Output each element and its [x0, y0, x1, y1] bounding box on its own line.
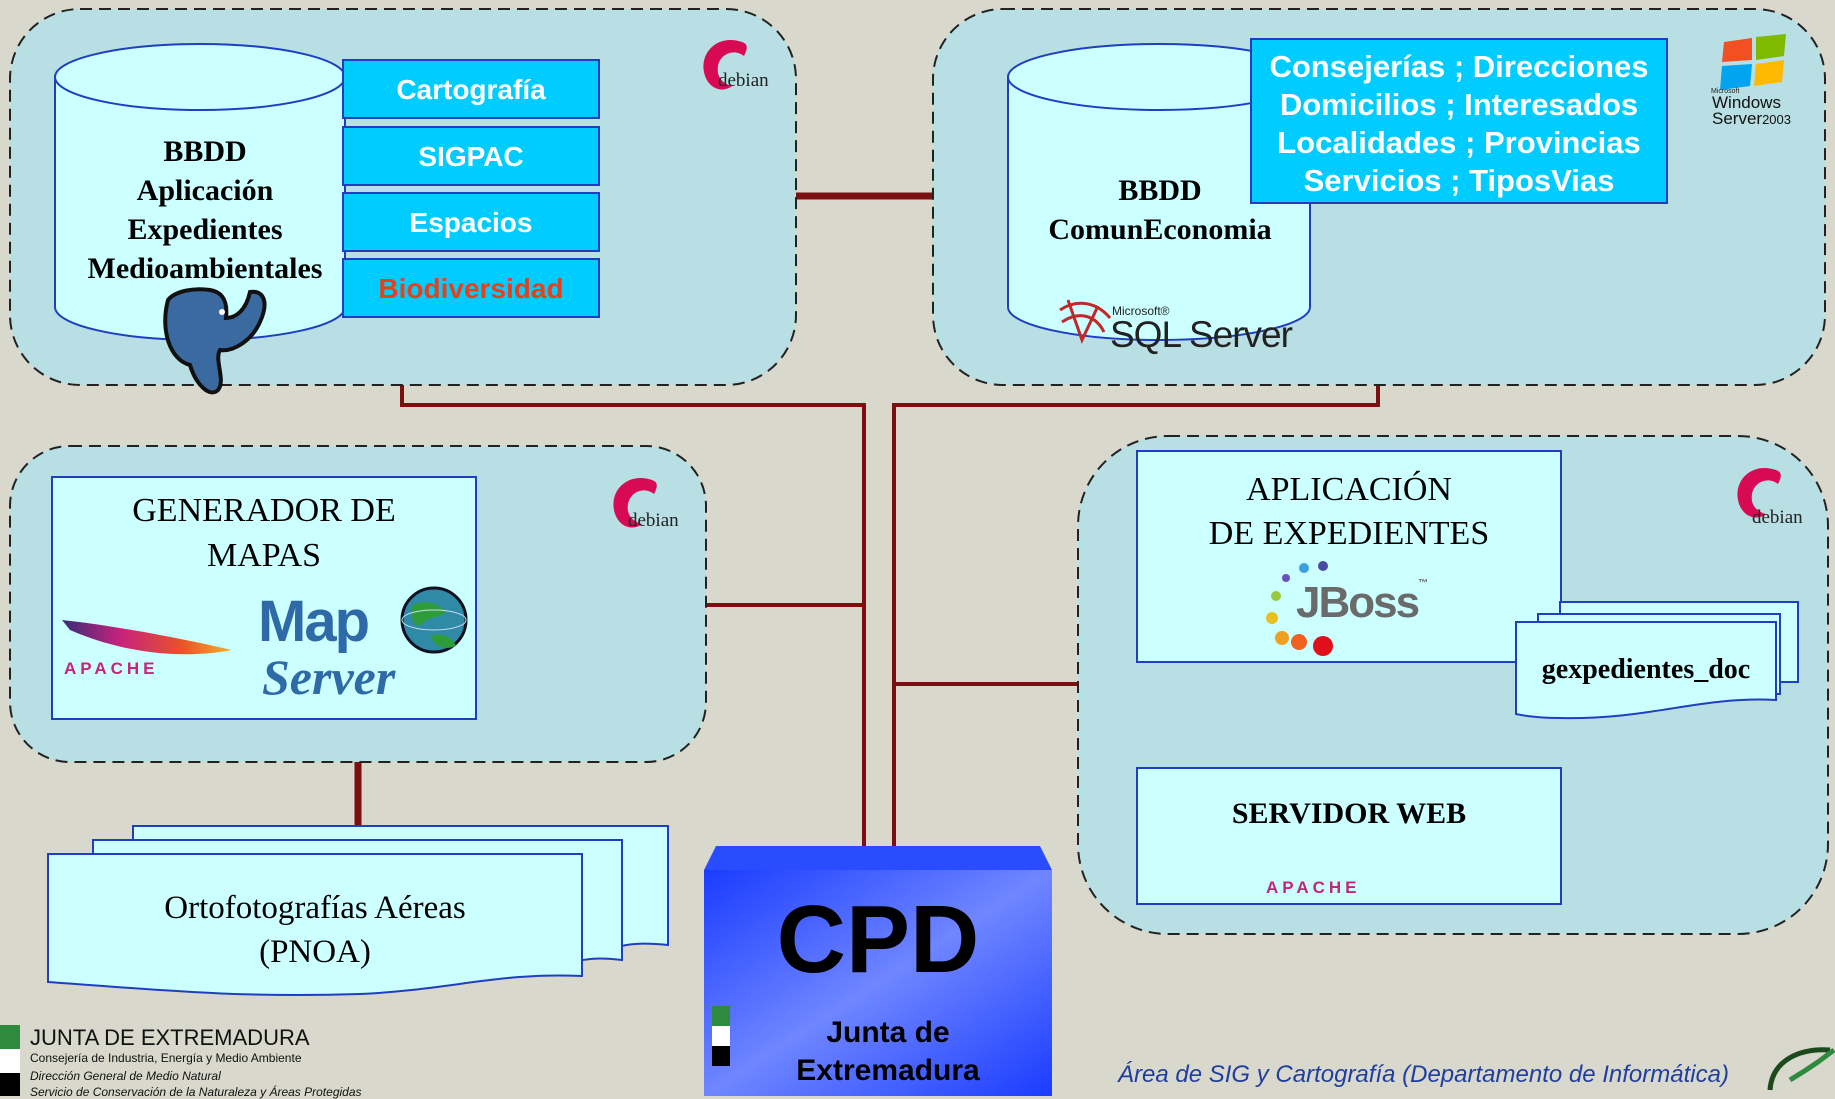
- windows-label: Windows: [1712, 93, 1781, 112]
- jboss-dots-icon: [1266, 561, 1333, 656]
- cpd-block: [704, 846, 1052, 1096]
- database-cylinder-right: [1007, 43, 1311, 341]
- tables-list-line: Localidades ; Provincias: [1277, 125, 1641, 160]
- connector-left-db-to-cpd: [400, 384, 866, 846]
- windows-small-label: Microsoft: [1711, 88, 1740, 95]
- debian-logo-top-left: [703, 40, 747, 90]
- postgresql-elephant-icon: [163, 287, 267, 395]
- debian-logo-app: [1737, 468, 1781, 518]
- windows-server-label: Server2003: [1712, 109, 1791, 129]
- tables-list-box: Consejerías ; Direcciones Domicilios ; I…: [1250, 38, 1668, 204]
- windows-logo-icon: [1720, 34, 1786, 90]
- jboss-label-text: JBoss: [1296, 578, 1420, 627]
- db-title-left-line: Medioambientales: [87, 252, 323, 285]
- apache-feather-icon-map: [62, 620, 232, 655]
- app-expedientes-title-line: APLICACIÓN: [1246, 471, 1452, 508]
- app-expedientes-box: [1136, 450, 1562, 663]
- debian-label-top-left: debian: [718, 70, 769, 91]
- tables-list-line: Servicios ; TiposVias: [1303, 163, 1615, 198]
- debian-label-app: debian: [1752, 507, 1803, 528]
- footer-line-3: Servicio de Conservación de la Naturalez…: [30, 1085, 362, 1099]
- tables-list-line: Consejerías ; Direcciones: [1269, 49, 1649, 84]
- connector-right-db-to-cpd: [892, 384, 1380, 846]
- mapserver-label-server: Server: [262, 649, 396, 705]
- schema-tag-biodiversidad: Biodiversidad: [342, 258, 600, 318]
- db-title-left-line: BBDD: [163, 135, 247, 168]
- cpd-title: CPD: [776, 886, 980, 993]
- db-title-right-line: ComunEconomia: [1048, 213, 1272, 246]
- cpd-subtitle: Junta de Extremadura: [738, 1014, 1038, 1090]
- web-server-title: SERVIDOR WEB: [1231, 797, 1467, 830]
- junta-flag-icon: [0, 1025, 20, 1096]
- app-expedientes-title: APLICACIÓN DE EXPEDIENTES: [1137, 468, 1561, 556]
- debian-label-map: debian: [628, 510, 679, 531]
- sig-area-logo-icon: [1767, 1047, 1835, 1091]
- orthophoto-label-line: (PNOA): [259, 934, 371, 970]
- windows-server-version: 2003: [1762, 112, 1791, 127]
- jboss-label: JBoss™: [1296, 578, 1428, 628]
- footer-line-2: Dirección General de Medio Natural: [30, 1069, 221, 1083]
- schema-tag-cartografia: Cartografía General: [342, 59, 600, 163]
- schema-tag-sigpac: SIGPAC: [342, 126, 600, 186]
- connectors: [354, 192, 1380, 846]
- globe-icon: [400, 586, 468, 654]
- footer-org: JUNTA DE EXTREMADURA: [30, 1025, 310, 1050]
- web-server-box: [1136, 767, 1562, 905]
- sql-server-swirl-icon: [1059, 299, 1112, 344]
- cpd-subtitle-line: Junta de: [826, 1016, 950, 1049]
- tables-list-line: Domicilios ; Interesados: [1279, 87, 1639, 122]
- map-generator-box: [51, 476, 477, 720]
- apache-label-web: APACHE: [1266, 878, 1361, 897]
- cpd-subtitle-line: Extremadura: [796, 1054, 980, 1087]
- jboss-tm: ™: [1418, 578, 1428, 589]
- map-generator-title: GENERADOR DE MAPAS: [52, 488, 476, 578]
- db-title-right-line: BBDD: [1118, 174, 1202, 207]
- orthophoto-label: Ortofotografías Aéreas (PNOA): [48, 886, 582, 974]
- map-generator-title-line: GENERADOR DE: [132, 492, 396, 529]
- footer-credit: Área de SIG y Cartografía (Departamento …: [1118, 1061, 1729, 1088]
- db-title-left-line: Expedientes: [127, 213, 283, 246]
- app-expedientes-title-line: DE EXPEDIENTES: [1208, 515, 1490, 552]
- map-generator-title-line: MAPAS: [206, 537, 322, 574]
- db-title-left-line: Aplicación: [136, 174, 274, 207]
- gexpedientes-doc-label: gexpedientes_doc: [1541, 654, 1751, 685]
- gexpedientes-documents: [1515, 601, 1799, 720]
- apache-label-map: APACHE: [64, 659, 159, 678]
- db-title-left: BBDD Aplicación Expedientes Medioambient…: [60, 132, 350, 288]
- footer-line-1: Consejería de Industria, Energía y Medio…: [30, 1051, 302, 1065]
- windows-server-word: Server: [1712, 109, 1763, 128]
- orthophoto-label-line: Ortofotografías Aéreas: [164, 890, 466, 926]
- schema-tag-espacios: Espacios Naturales: [342, 192, 600, 296]
- debian-logo-map: [613, 478, 657, 528]
- sql-server-label: SQL Server: [1110, 314, 1293, 355]
- db-title-right: BBDD ComunEconomia: [1010, 171, 1310, 249]
- orthophoto-documents: [47, 825, 669, 997]
- sql-server-small-label: Microsoft®: [1112, 304, 1170, 318]
- mapserver-label-map: Map: [258, 589, 370, 654]
- database-cylinder-left: [54, 43, 346, 341]
